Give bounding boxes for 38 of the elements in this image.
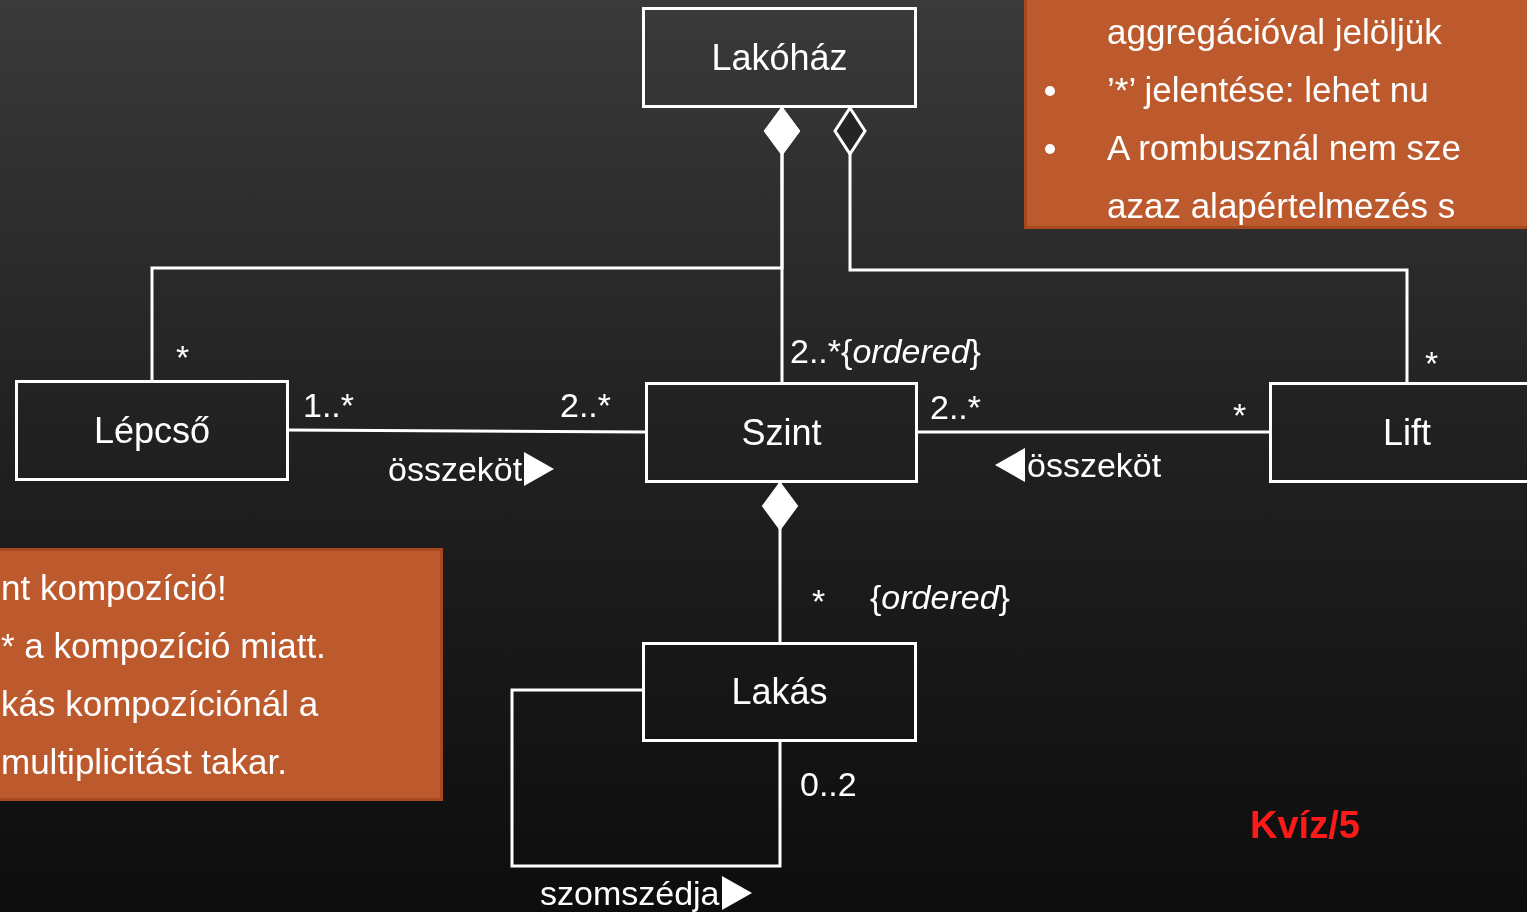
multiplicity-label: 2..* — [930, 390, 982, 424]
class-name: Lakás — [731, 671, 828, 713]
association-line — [289, 428, 645, 434]
class-name: Lift — [1383, 411, 1431, 454]
edge-label: összeköt — [388, 452, 523, 486]
class-box — [1269, 382, 1527, 483]
note-box — [0, 548, 443, 801]
note-text: aggregációval jelöljük — [1107, 12, 1442, 51]
note-text: A rombusznál nem sze azaz alapértelmezés s — [1107, 128, 1462, 225]
composition-line — [833, 106, 1409, 382]
note-text: * a kompozíció miatt. — [1, 626, 326, 665]
association-line — [918, 430, 1269, 434]
class-box — [642, 7, 917, 108]
multiplicity-label: 1..* — [303, 388, 355, 422]
note-text: kás kompozíciónál a multiplicitást takar. — [1, 684, 319, 781]
class-name: Lépcső — [93, 409, 211, 452]
multiplicity-label: * — [1425, 346, 1439, 380]
multiplicity-label: * — [176, 340, 190, 374]
composition-line — [764, 107, 800, 382]
association-line — [510, 688, 782, 868]
multiplicity-label: * — [812, 584, 826, 618]
edge-label: szomszédja — [540, 876, 720, 910]
class-name: Lakóház — [711, 36, 848, 79]
multiplicity-label: 2..*{ordered} — [790, 334, 981, 368]
multiplicity-label: {ordered} — [870, 580, 1010, 614]
note-box — [1024, 0, 1527, 229]
edge-label: összeköt — [1027, 448, 1162, 482]
note-text: nt kompozíció! — [1, 568, 227, 607]
class-name: Szint — [741, 411, 822, 454]
multiplicity-label: * — [1233, 398, 1247, 432]
composition-line — [762, 482, 798, 642]
class-box — [645, 382, 918, 483]
note-text: ’*’ jelentése: lehet nu — [1107, 70, 1429, 109]
slide-number: Kvíz/5 — [1250, 806, 1360, 844]
multiplicity-label: 0..2 — [800, 767, 857, 801]
class-box — [15, 380, 289, 481]
multiplicity-label: 2..* — [560, 388, 612, 422]
class-box — [642, 642, 917, 742]
